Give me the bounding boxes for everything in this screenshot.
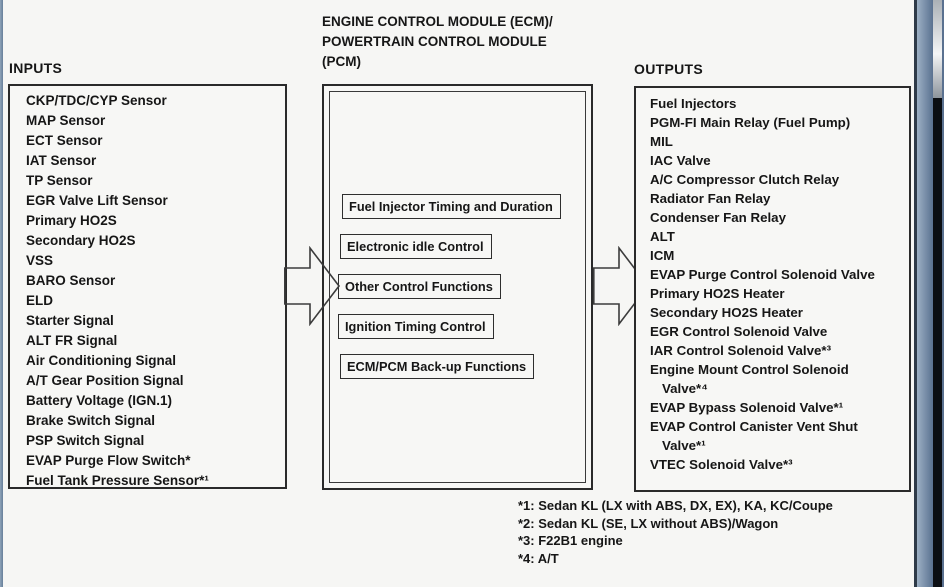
flow-arrow-inputs-to-ecm	[284, 246, 341, 326]
footnote-line: *2: Sedan KL (SE, LX without ABS)/Wagon	[518, 515, 779, 531]
output-item: EVAP Bypass Solenoid Valve*¹	[650, 400, 844, 415]
output-item: ALT	[650, 229, 675, 244]
ecm-pcm-title-line: ENGINE CONTROL MODULE (ECM)/	[322, 14, 553, 29]
input-item: Starter Signal	[26, 313, 114, 328]
output-item: PGM-FI Main Relay (Fuel Pump)	[650, 115, 851, 130]
scrollbar-thumb[interactable]	[933, 0, 942, 98]
footnotes: *1: Sedan KL (LX with ABS, DX, EX), KA, …	[518, 497, 833, 567]
input-item: Primary HO2S	[26, 213, 117, 228]
output-item: ICM	[650, 248, 675, 263]
input-item: ELD	[26, 293, 53, 308]
output-item: EGR Control Solenoid Valve	[650, 324, 828, 339]
input-item: Air Conditioning Signal	[26, 353, 176, 368]
output-item: MIL	[650, 134, 673, 149]
output-item: Radiator Fan Relay	[650, 191, 771, 206]
output-item: EVAP Control Canister Vent Shut Valve*¹	[650, 419, 858, 453]
input-item: VSS	[26, 253, 54, 268]
right-bar-border	[914, 0, 917, 587]
input-item: EGR Valve Lift Sensor	[26, 193, 168, 208]
input-item: Brake Switch Signal	[26, 413, 156, 428]
right-bar-blue-band	[917, 0, 933, 587]
ecm-function-box: Electronic idle Control	[340, 234, 492, 259]
output-item: Primary HO2S Heater	[650, 286, 785, 301]
input-item: PSP Switch Signal	[26, 433, 145, 448]
output-item: Secondary HO2S Heater	[650, 305, 803, 320]
output-item: VTEC Solenoid Valve*³	[650, 457, 793, 472]
input-item: Fuel Tank Pressure Sensor*¹	[26, 473, 209, 488]
right-bar-edge	[942, 0, 944, 587]
output-item: Fuel Injectors	[650, 96, 737, 111]
input-item: EVAP Purge Flow Switch*	[26, 453, 191, 468]
output-item: IAR Control Solenoid Valve*³	[650, 343, 832, 358]
output-item: A/C Compressor Clutch Relay	[650, 172, 840, 187]
input-item: Battery Voltage (IGN.1)	[26, 393, 173, 408]
ecm-function-box: Other Control Functions	[338, 274, 501, 299]
outputs-box: Fuel Injectors PGM-FI Main Relay (Fuel P…	[634, 86, 911, 492]
left-accent-edge	[0, 0, 3, 587]
ecm-pcm-title: ENGINE CONTROL MODULE (ECM)/ POWERTRAIN …	[322, 12, 622, 72]
ecm-pcm-title-line: POWERTRAIN CONTROL MODULE	[322, 34, 547, 49]
input-item: A/T Gear Position Signal	[26, 373, 184, 388]
input-item: MAP Sensor	[26, 113, 106, 128]
inputs-heading: INPUTS	[9, 60, 63, 76]
footnote-line: *3: F22B1 engine	[518, 533, 623, 548]
output-item: Engine Mount Control Solenoid Valve*⁴	[650, 362, 849, 396]
ecm-pcm-title-line: (PCM)	[322, 54, 361, 69]
input-item: CKP/TDC/CYP Sensor	[26, 93, 167, 108]
output-item: Condenser Fan Relay	[650, 210, 786, 225]
footnote-line: *4: A/T	[518, 550, 559, 566]
inputs-box: CKP/TDC/CYP Sensor MAP Sensor ECT Sensor…	[8, 84, 287, 489]
flow-arrow-ecm-to-outputs	[593, 246, 650, 326]
input-item: BARO Sensor	[26, 273, 116, 288]
output-item: IAC Valve	[650, 153, 711, 168]
footnote-line: *1: Sedan KL (LX with ABS, DX, EX), KA, …	[518, 498, 833, 513]
ecm-function-box: Fuel Injector Timing and Duration	[342, 194, 561, 219]
input-item: ALT FR Signal	[26, 333, 118, 348]
input-item: TP Sensor	[26, 173, 93, 188]
outputs-heading: OUTPUTS	[634, 61, 703, 77]
ecm-function-box: ECM/PCM Back-up Functions	[340, 354, 535, 379]
input-item: ECT Sensor	[26, 133, 103, 148]
scrollbar-track[interactable]	[933, 0, 942, 587]
ecm-function-box: Ignition Timing Control	[338, 314, 494, 339]
input-item: Secondary HO2S	[26, 233, 136, 248]
output-item: EVAP Purge Control Solenoid Valve	[650, 267, 875, 282]
input-item: IAT Sensor	[26, 153, 97, 168]
